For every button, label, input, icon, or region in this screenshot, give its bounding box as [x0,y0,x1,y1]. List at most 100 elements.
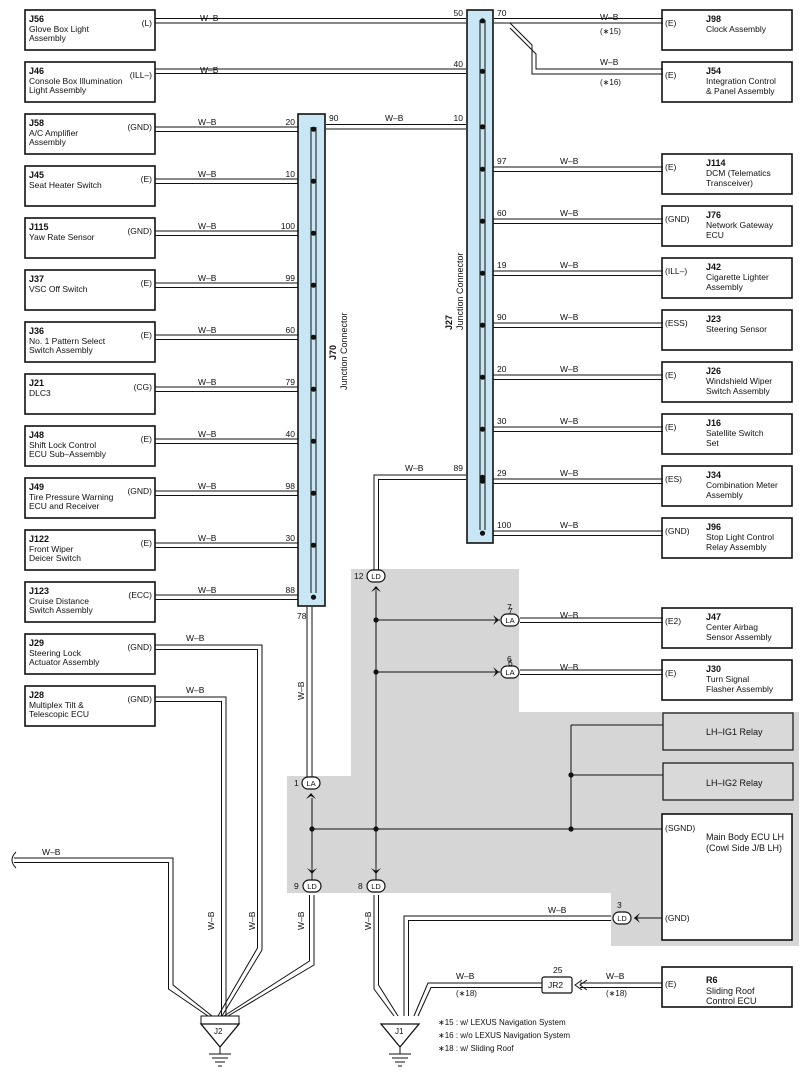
component-id: J37 [29,274,44,284]
note-18: ∗18 : w/ Sliding Roof [438,1044,514,1053]
component-id: J114 [706,158,726,168]
arrow-up-icon [371,586,381,592]
j1-label: J1 [395,1027,404,1036]
component-label: Seat Heater Switch [29,180,102,190]
junction-dots [309,18,574,832]
splice-dot [568,826,574,832]
connector-la-6: LA6 [500,654,520,679]
terminal-label: (L) [142,18,153,28]
pin-number: 99 [286,273,296,283]
wire-label: W–B [186,685,205,695]
connector-ld-9: LD9 [294,879,322,893]
wire-label: W–B [405,463,424,473]
wire-label: W–B [200,13,219,23]
jr2-label: JR2 [548,980,563,990]
arrow-down-icon [371,868,381,874]
pin-number: 98 [286,481,296,491]
component-id: J23 [706,314,721,324]
splice-dot [310,178,317,184]
component-id: J48 [29,430,44,440]
ground-j1-icon [379,1023,421,1067]
component-id: J16 [706,418,721,428]
svg-text:LA: LA [505,668,514,677]
ecu-label-1: Main Body ECU LH [706,832,784,842]
pin-number: 89 [454,463,464,473]
component-label: Steering Sensor [706,324,767,334]
wire-label: W–B [600,12,619,22]
pin-number: 6 [508,658,513,668]
component-id: J47 [706,612,721,622]
pin-number: 50 [454,8,464,18]
pin-number: 40 [286,429,296,439]
terminal-label: (E) [665,668,677,678]
splice-dot [310,230,317,236]
main-body-ecu-box [661,813,793,941]
wire-label: W–B [296,681,306,700]
component-label: Shift Lock Control [29,440,96,450]
component-label: A/C Amplifier [29,128,78,138]
terminal-label: (GND) [127,694,152,704]
component-label: Deicer Switch [29,553,81,563]
pin-number: 20 [286,117,296,127]
r6-box [661,966,793,1008]
lh-ig2-relay-label: LH–IG2 Relay [706,778,763,788]
component-id: J115 [29,222,49,232]
component-label: Relay Assembly [706,542,767,552]
svg-text:LA: LA [505,616,514,625]
pin-number: 100 [281,221,295,231]
component-label: Glove Box Light [29,24,90,34]
wire-label: W–B [456,971,475,981]
terminal-label: (GND) [665,526,690,536]
terminal-label: (GND) [127,642,152,652]
component-id: J123 [29,586,49,596]
wire-label: W–B [206,911,216,930]
pin-number: 90 [497,312,507,322]
terminal-label: (E) [665,162,677,172]
svg-text:LD: LD [617,914,627,923]
pin-number: 70 [497,8,507,18]
component-label: Actuator Assembly [29,657,100,667]
lh-ig1-relay-box [662,712,794,751]
component-label: & Panel Assembly [706,86,775,96]
component-label: Turn Signal [706,674,749,684]
r6-term: (E) [665,979,677,989]
pin-number: 79 [286,377,296,387]
wire-label: W–B [560,156,579,166]
pin-number: 30 [497,416,507,426]
component-label: Assembly [706,282,744,292]
splice-dot [373,617,379,623]
splice-dot [479,374,486,380]
component-label: Flasher Assembly [706,684,774,694]
component-id: J21 [29,378,44,388]
j2-label: J2 [214,1027,223,1036]
wire-label: W–B [198,533,217,543]
splice-dot [479,166,486,172]
splice-dot [479,124,486,130]
splice-dot [310,594,317,600]
splice-dot [568,772,574,778]
component-label: Center Airbag [706,622,758,632]
pin-number: 90 [329,113,339,123]
pin-number: 10 [286,169,296,179]
wire-label: W–B [560,416,579,426]
splice-dot [373,826,379,832]
connector-ld-8: LD8 [358,879,386,893]
connector-ld-3: LD3 [612,900,632,925]
wire-label: W–B [42,847,61,857]
wire-label: W–B [198,325,217,335]
splice-dot [479,478,486,484]
wire-label: W–B [186,633,205,643]
component-label: Steering Lock [29,648,82,658]
terminal-label: (ES) [665,474,682,484]
component-label: Assembly [706,490,744,500]
terminal-label: (GND) [127,486,152,496]
